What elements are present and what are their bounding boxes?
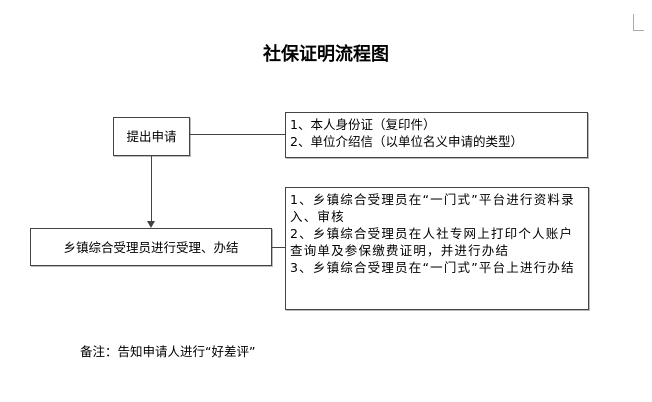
process-item: 2、乡镇综合受理员在人社专网上打印个人账户查询单及参保缴费证明，并进行办结 xyxy=(290,226,574,258)
connector-line xyxy=(272,247,285,248)
page-corner-mark xyxy=(633,14,644,31)
connector-line xyxy=(190,134,285,135)
step-accept-process: 乡镇综合受理员进行受理、办结 xyxy=(30,228,272,266)
note-text: 备注：告知申请人进行“好差评” xyxy=(80,344,256,359)
page-title: 社保证明流程图 xyxy=(263,44,389,65)
process-item: 3、乡镇综合受理员在“一门式”平台上进行办结 xyxy=(290,260,575,275)
arrow-head-icon xyxy=(147,221,155,228)
material-item: 2、单位介绍信（以单位名义申请的类型） xyxy=(290,134,523,149)
step-label: 乡镇综合受理员进行受理、办结 xyxy=(63,239,239,255)
material-item: 1、本人身份证（复印件） xyxy=(290,117,436,132)
process-box: 1、乡镇综合受理员在“一门式”平台进行资料录入、审核 2、乡镇综合受理员在人社专… xyxy=(285,187,589,310)
arrow-line xyxy=(151,156,152,222)
process-item: 1、乡镇综合受理员在“一门式”平台进行资料录入、审核 xyxy=(290,192,575,224)
materials-box: 1、本人身份证（复印件） 2、单位介绍信（以单位名义申请的类型） xyxy=(285,112,588,158)
step-label: 提出申请 xyxy=(126,129,177,144)
step-submit-application: 提出申请 xyxy=(113,117,190,156)
